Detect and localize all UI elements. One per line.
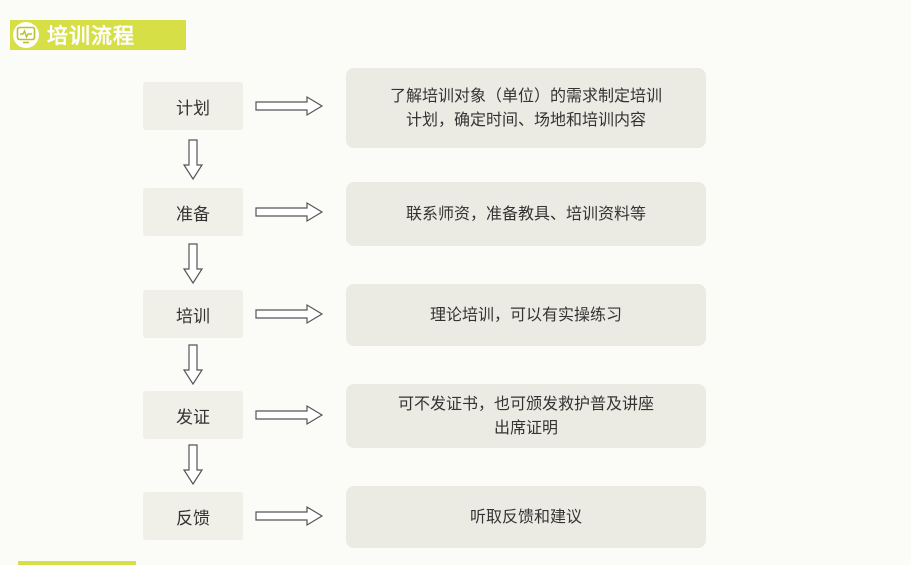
desc-line: 听取反馈和建议	[469, 507, 582, 526]
step-desc-certificate: 可不发证书，也可颁发救护普及讲座 出席证明	[346, 384, 706, 448]
down-arrow-icon	[182, 139, 204, 181]
right-arrow-icon	[255, 201, 324, 223]
desc-line: 可不发证书，也可颁发救护普及讲座	[397, 394, 654, 413]
step-desc-feedback: 听取反馈和建议	[346, 486, 706, 548]
monitor-pulse-icon	[13, 22, 39, 48]
accent-divider	[18, 561, 136, 565]
step-desc-plan: 了解培训对象（单位）的需求制定培训 计划，确定时间、场地和培训内容	[346, 68, 706, 148]
right-arrow-icon	[255, 404, 324, 426]
desc-line: 联系师资，准备教具、培训资料等	[405, 204, 646, 223]
step-label-plan: 计划	[143, 82, 243, 130]
right-arrow-icon	[255, 505, 324, 527]
step-label-training: 培训	[143, 290, 243, 338]
right-arrow-icon	[255, 95, 324, 117]
desc-line: 理论培训，可以有实操练习	[429, 305, 622, 324]
desc-line: 了解培训对象（单位）的需求制定培训	[389, 86, 662, 105]
step-label-certificate: 发证	[143, 391, 243, 439]
step-desc-prepare: 联系师资，准备教具、培训资料等	[346, 182, 706, 246]
section-title: 培训流程	[47, 24, 135, 48]
step-label-feedback: 反馈	[143, 492, 243, 540]
step-label-prepare: 准备	[143, 188, 243, 236]
desc-line: 出席证明	[493, 418, 558, 437]
down-arrow-icon	[182, 243, 204, 285]
step-desc-training: 理论培训，可以有实操练习	[346, 284, 706, 346]
desc-line: 计划，确定时间、场地和培训内容	[405, 110, 646, 129]
down-arrow-icon	[182, 344, 204, 386]
section-header: 培训流程	[10, 20, 186, 50]
right-arrow-icon	[255, 303, 324, 325]
down-arrow-icon	[182, 444, 204, 486]
